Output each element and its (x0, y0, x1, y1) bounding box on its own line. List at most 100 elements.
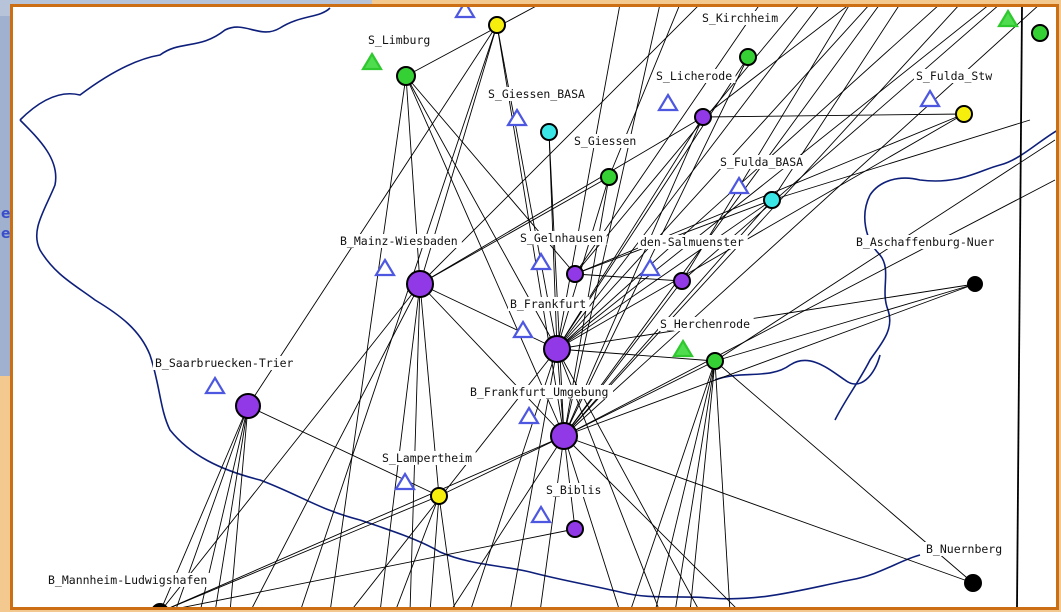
label-background (508, 297, 590, 311)
blue-triangle-marker (512, 319, 534, 339)
station-label-s-herchenrode: S_Herchenrode (660, 317, 750, 331)
node-top-yellow (488, 16, 506, 34)
edge-line (215, 405, 249, 607)
background-left-edge: e e (0, 16, 12, 376)
station-label-s-licherode: S_Licherode (656, 69, 732, 83)
station-label-b-nuernberg: B_Nuernberg (926, 542, 1002, 556)
edge-line (563, 179, 1056, 437)
node-kirchheim-green (739, 48, 757, 66)
side-letter: e (1, 206, 11, 222)
edge-line (556, 283, 976, 350)
label-background (153, 356, 298, 370)
edge-line (405, 7, 536, 77)
blue-triangle-marker (394, 471, 416, 491)
node-salmuenster (673, 272, 691, 290)
station-label-b-mannheim: B_Mannheim-Ludwigshafen (48, 573, 207, 587)
edge-line (681, 7, 998, 282)
blue-triangle-marker (454, 7, 476, 19)
blue-triangle-marker (530, 251, 552, 271)
edge-line (1016, 7, 1023, 607)
label-background (468, 385, 613, 399)
edge-line (170, 435, 565, 607)
station-label-s-fulda-stw: S_Fulda_Stw (916, 69, 992, 83)
node-aschaffenburg (967, 276, 983, 292)
edge-line (452, 435, 565, 607)
edge-line (556, 199, 773, 350)
edge-line (419, 116, 704, 285)
state-border (714, 354, 881, 385)
label-background (638, 235, 748, 249)
label-background (700, 11, 782, 25)
edge-line (556, 7, 620, 350)
edge-line (563, 435, 576, 530)
edge-line (574, 7, 799, 275)
label-background (544, 483, 605, 497)
blue-triangle-marker (657, 92, 679, 112)
node-topright-green (1031, 24, 1049, 42)
state-border (19, 7, 331, 121)
node-fulda-stw (955, 105, 973, 123)
label-background (572, 134, 640, 148)
state-border (869, 130, 1056, 196)
side-letter: e (1, 226, 11, 242)
label-background (718, 155, 807, 169)
station-label-s-fulda-basa: S_Fulda_BASA (720, 155, 803, 169)
edge-line (702, 113, 965, 118)
edge-line (563, 7, 660, 437)
edge-line (429, 495, 440, 607)
edge-line (409, 283, 421, 607)
edge-line (556, 7, 868, 350)
green-triangle-marker (672, 338, 694, 358)
node-mannheim (152, 603, 168, 607)
blue-triangle-marker (919, 88, 941, 108)
edge-line (556, 7, 938, 350)
label-background (486, 87, 589, 101)
edge-line (540, 435, 565, 607)
station-label-b-frankfurt-umgebung: B_Frankfurt_Umgebung (470, 385, 608, 399)
state-border (19, 119, 921, 600)
node-nuernberg (964, 574, 982, 592)
edge-line (396, 495, 440, 607)
station-label-s-giessen: S_Giessen (574, 134, 636, 148)
edge-line (556, 113, 965, 350)
station-label-s-gelnhausen: S_Gelnhausen (520, 231, 603, 245)
edge-line (608, 7, 680, 178)
green-triangle-marker (361, 51, 383, 71)
edge-line (419, 7, 698, 285)
station-label-s-lampertheim: S_Lampertheim (382, 451, 472, 465)
station-label-b-aschaffenburg: B_Aschaffenburg-Nuer (856, 235, 995, 249)
edge-line (301, 24, 498, 607)
edge-line (714, 283, 976, 362)
state-border (834, 194, 891, 421)
station-label-s-biblis: S_Biblis (546, 483, 601, 497)
label-background (854, 235, 999, 249)
node-biblis (566, 520, 584, 538)
label-background (338, 234, 462, 248)
edge-line (771, 7, 899, 201)
node-herchenrode (706, 352, 724, 370)
blue-triangle-marker (639, 257, 661, 277)
edge-line (771, 119, 1031, 201)
station-label-s-salmuenster: den-Salmuenster (640, 235, 744, 249)
edge-line (405, 75, 421, 285)
blue-triangle-marker (728, 175, 750, 195)
edge-line (419, 283, 565, 437)
edge-line (556, 7, 987, 350)
label-background (518, 231, 607, 245)
label-background (366, 33, 434, 47)
station-label-s-limburg: S_Limburg (368, 33, 430, 47)
blue-triangle-marker (518, 405, 540, 425)
edge-line (655, 360, 716, 607)
node-fulda-basa (763, 191, 781, 209)
edge-line (405, 75, 565, 437)
label-background (46, 573, 213, 587)
node-frankfurt (543, 335, 571, 363)
label-background (654, 69, 736, 83)
edge-line (163, 283, 421, 607)
edge-line (380, 283, 421, 607)
edge-line (330, 75, 407, 607)
edge-line (563, 116, 704, 437)
